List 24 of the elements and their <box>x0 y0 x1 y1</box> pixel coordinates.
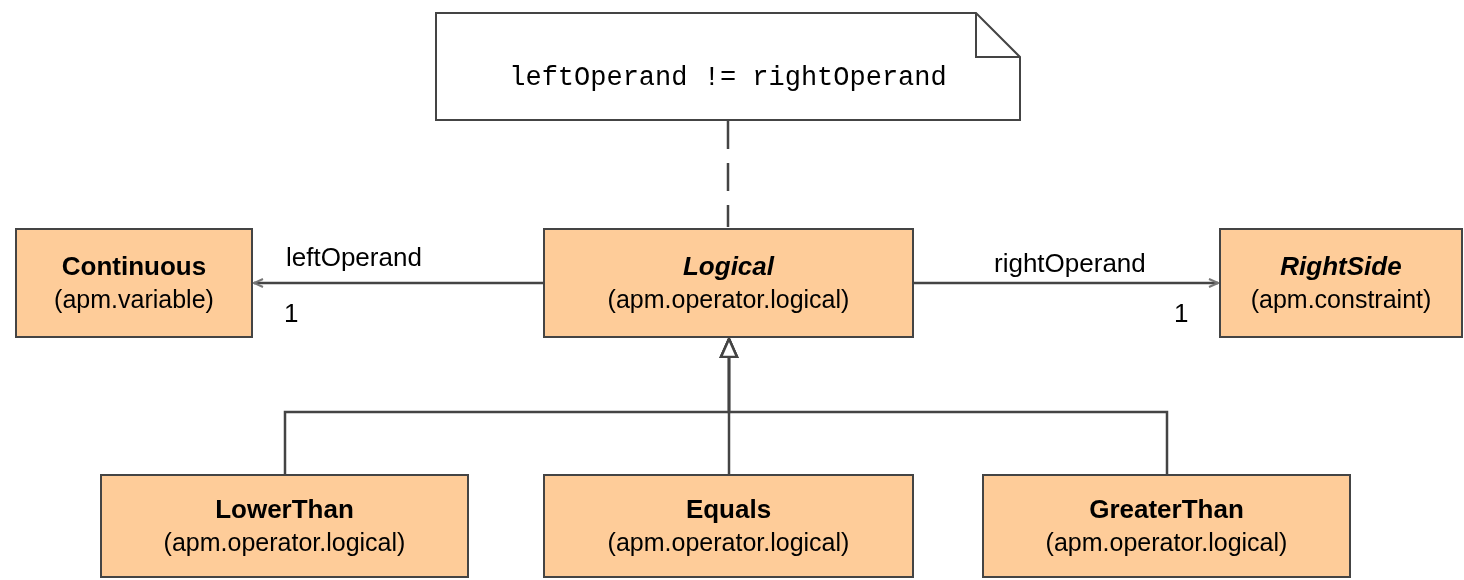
class-name: Continuous <box>61 250 207 282</box>
class-name: LowerThan <box>215 493 354 525</box>
class-box <box>543 228 914 338</box>
package-name: (apm.variable) <box>54 284 214 315</box>
arrow <box>253 278 543 288</box>
dashed-connector <box>726 121 730 227</box>
package-name: (apm.operator.logical) <box>607 284 850 315</box>
package-name: (apm.operator.logical) <box>163 527 406 558</box>
class-box <box>982 474 1351 578</box>
class-name: GreaterThan <box>1089 493 1244 525</box>
package-name: (apm.constraint) <box>1250 284 1432 315</box>
note-text: leftOperand != rightOperand <box>509 62 947 93</box>
package-name: (apm.operator.logical) <box>1045 527 1288 558</box>
arrow <box>719 337 1169 474</box>
class-box <box>100 474 469 578</box>
class-name: RightSide <box>1280 250 1402 282</box>
class-box <box>543 474 914 578</box>
package-name: (apm.operator.logical) <box>607 527 850 558</box>
class-box <box>1219 228 1463 338</box>
arrow <box>914 278 1219 288</box>
class-name: Equals <box>685 493 772 525</box>
class-box <box>15 228 253 338</box>
note-box <box>435 12 1021 121</box>
class-name: Logical <box>683 250 774 282</box>
